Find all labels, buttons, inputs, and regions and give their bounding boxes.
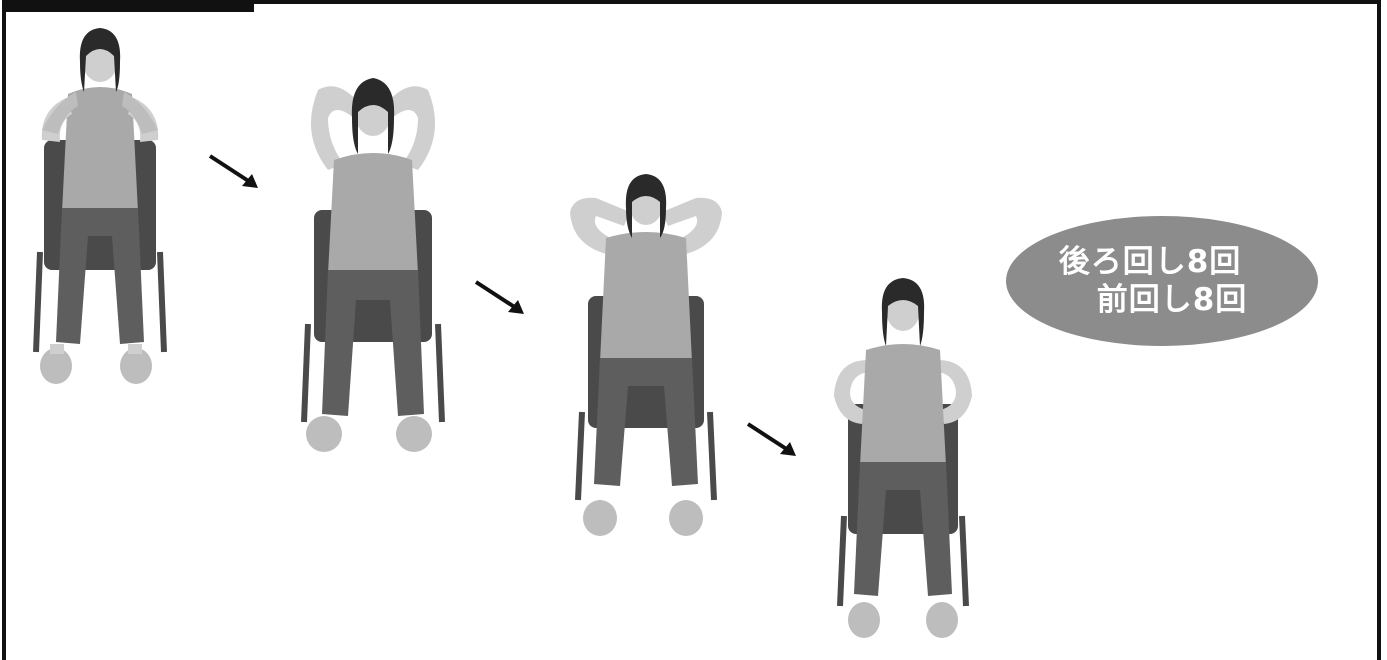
- seated-person-shoulder-roll-2: [298, 74, 448, 454]
- arrow-down-right-icon: [744, 420, 800, 464]
- seated-person-shoulder-roll-4: [828, 276, 978, 646]
- exercise-figure-3: [566, 172, 726, 540]
- callout-backward-rolls: 後ろ回し8回: [1059, 243, 1242, 281]
- arrow-down-right-icon: [206, 152, 262, 196]
- arrow-down-right-icon: [472, 278, 528, 322]
- seated-person-shoulder-roll-1: [30, 22, 170, 390]
- seated-person-shoulder-roll-3: [566, 172, 726, 540]
- title-tab: [2, 0, 254, 12]
- exercise-figure-2: [298, 74, 448, 454]
- exercise-figure-4: [828, 276, 978, 646]
- repetition-callout: 後ろ回し8回 前回し8回: [1006, 216, 1318, 346]
- callout-forward-rolls: 前回し8回: [1097, 281, 1248, 319]
- exercise-figure-1: [30, 22, 170, 390]
